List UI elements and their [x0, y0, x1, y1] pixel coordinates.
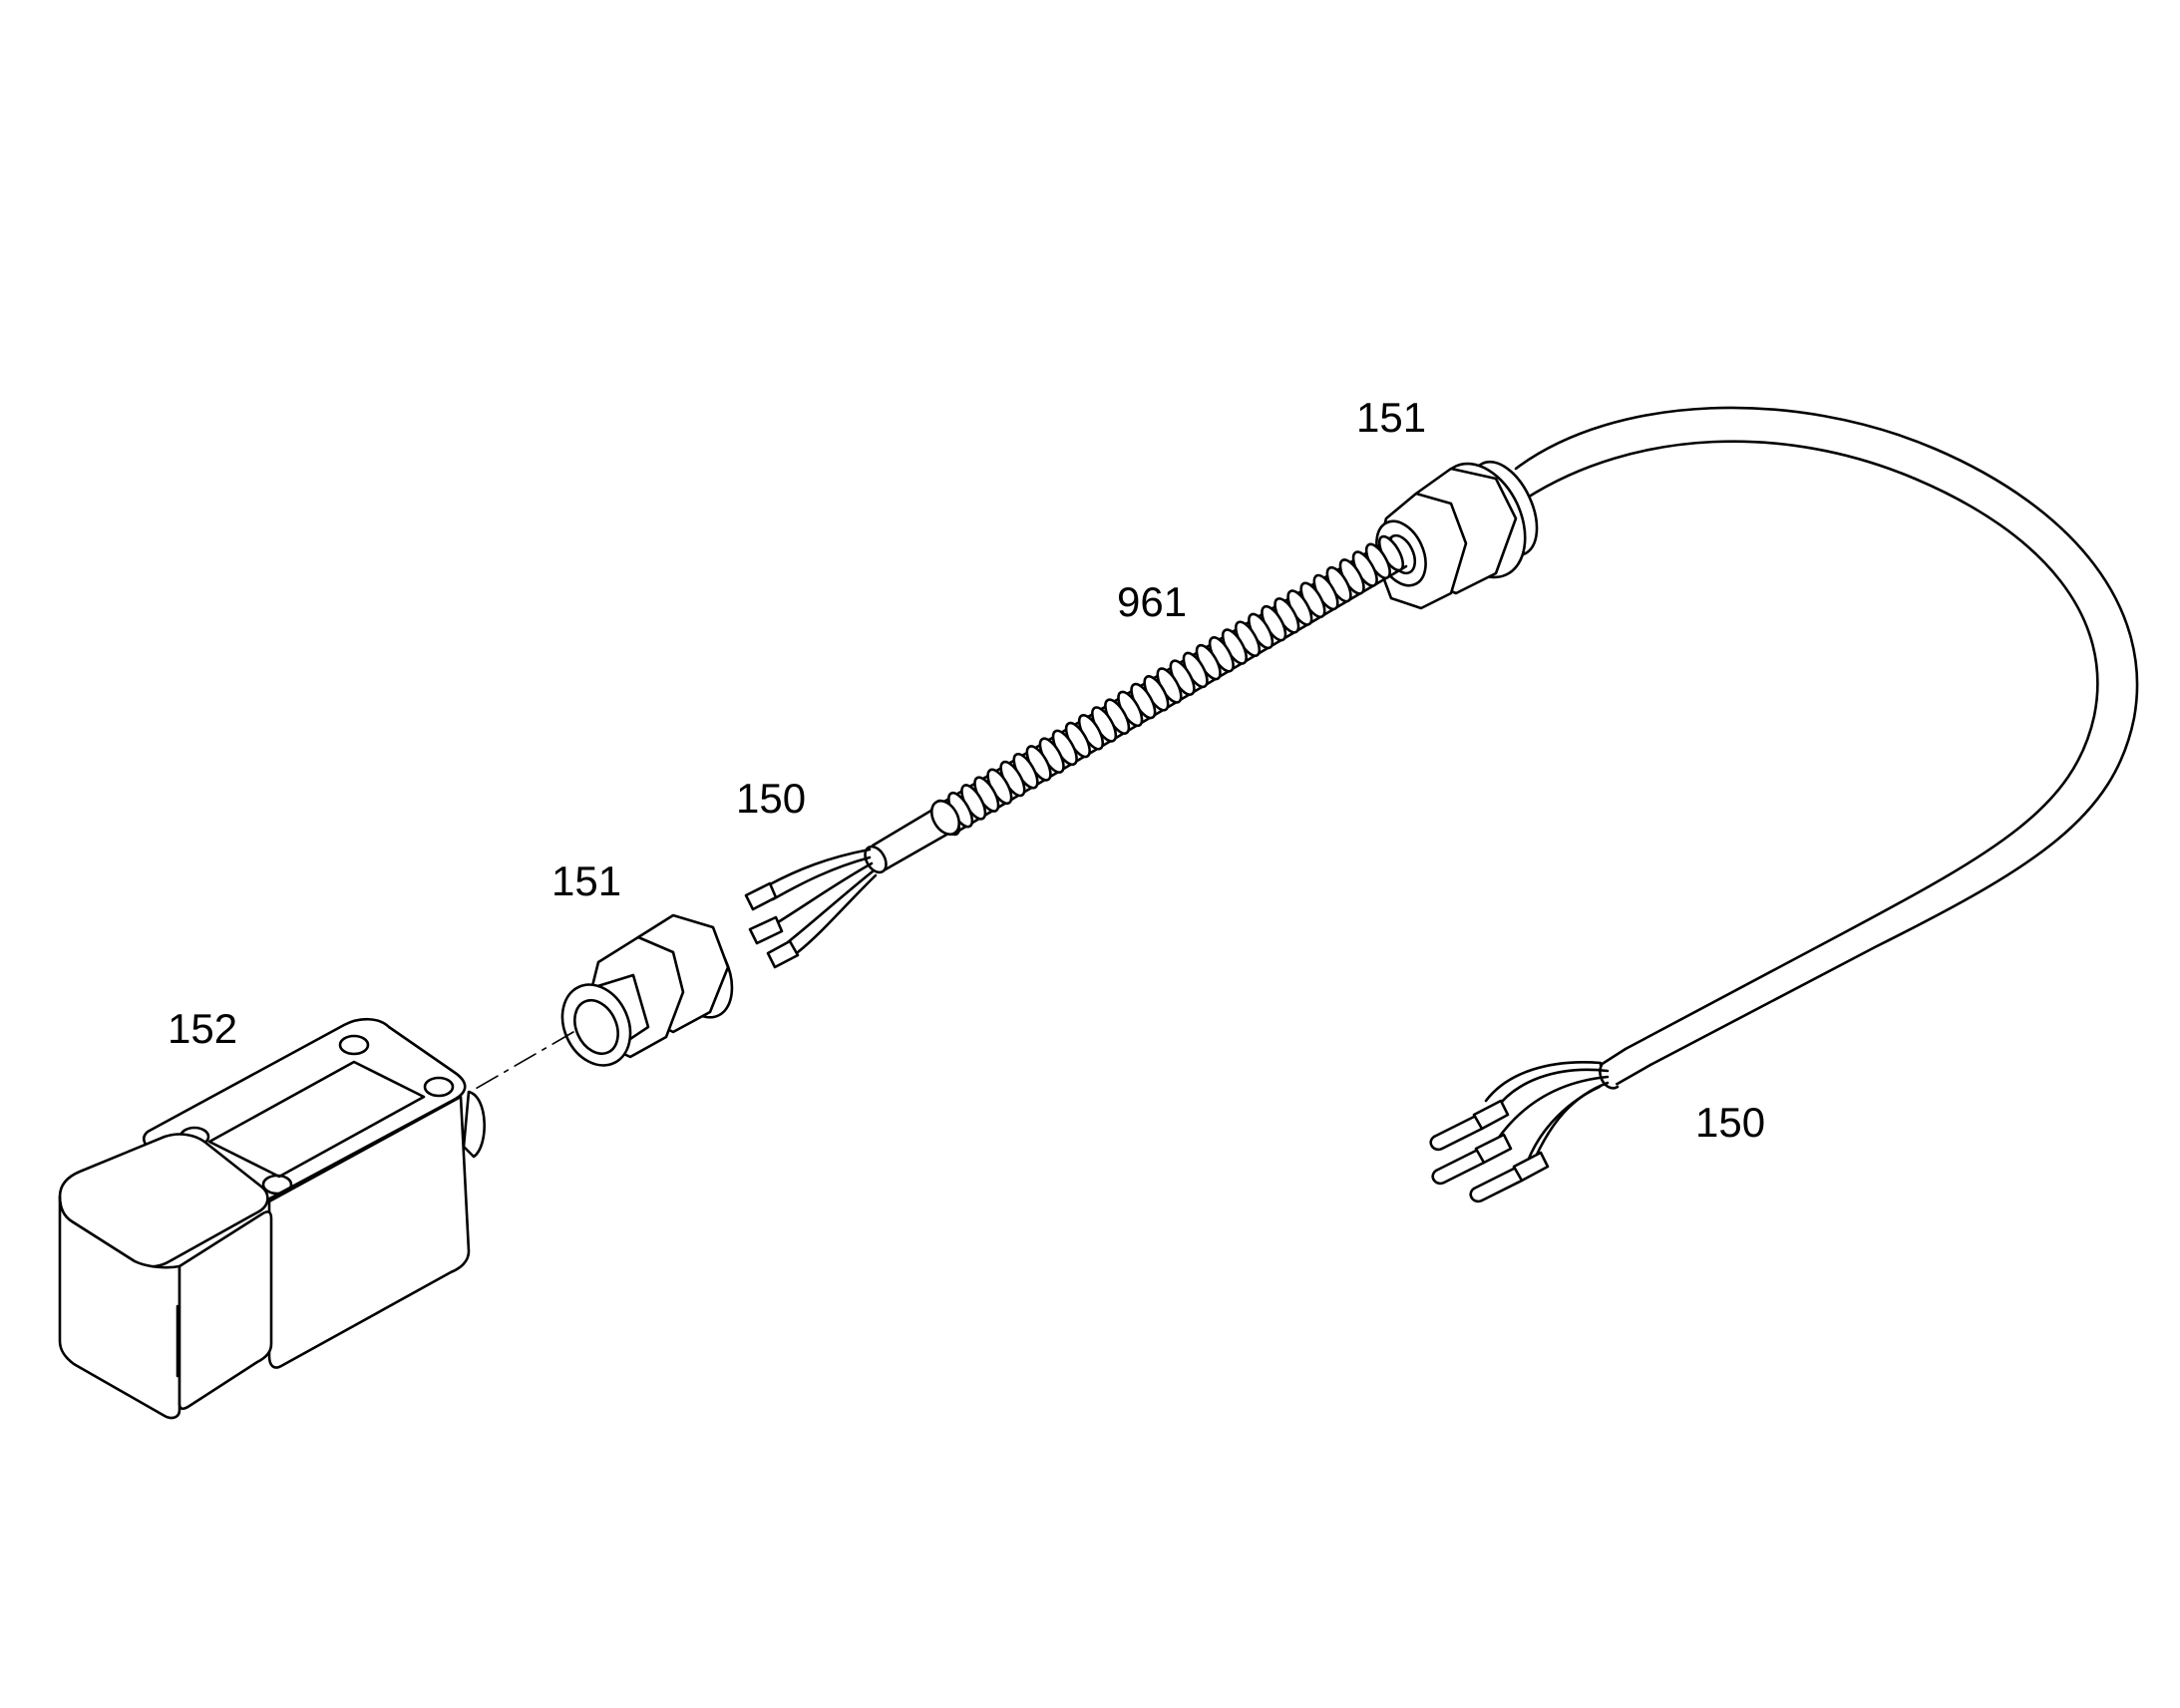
gland-nut-left	[560, 913, 734, 1067]
callout-wires-left: 150	[736, 775, 806, 822]
callout-sensor: 152	[168, 1005, 237, 1052]
callout-nut-right: 151	[1356, 394, 1426, 441]
corrugated-conduit	[933, 534, 1408, 837]
callout-conduit: 961	[1117, 578, 1187, 625]
callout-wires-right: 150	[1695, 1099, 1765, 1146]
wire-bundle-right	[1429, 1061, 1610, 1203]
callout-nut-left: 151	[551, 857, 621, 904]
center-line	[473, 1031, 574, 1091]
wire-bundle-left	[744, 799, 961, 969]
gland-nut-right	[1374, 460, 1539, 610]
cable-loop	[1514, 406, 2139, 1090]
proximity-sensor	[58, 1017, 486, 1420]
